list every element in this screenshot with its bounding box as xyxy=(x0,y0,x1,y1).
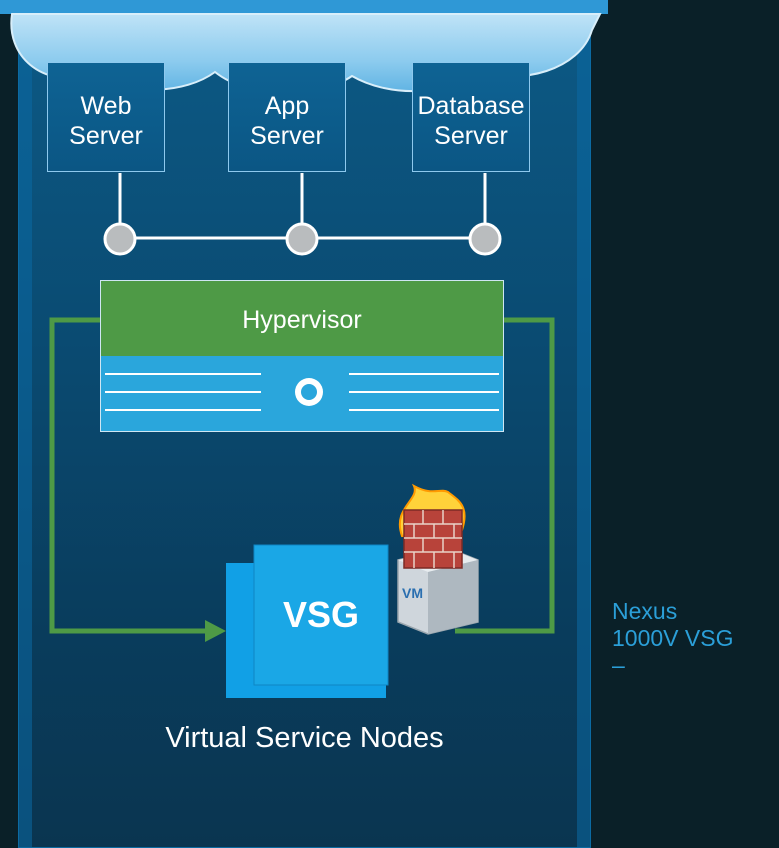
database-server-label-line1: Database xyxy=(417,92,525,120)
vsg-label: VSG xyxy=(282,594,360,635)
virtual-service-nodes-caption: Virtual Service Nodes xyxy=(165,722,444,754)
web-server-box: Web Server xyxy=(47,62,165,172)
switch-port-inner xyxy=(301,384,317,400)
database-server-label-line2: Server xyxy=(434,122,508,150)
app-server-port-node xyxy=(285,222,319,256)
database-server-box: Database Server xyxy=(412,62,530,172)
hypervisor-switch-lines xyxy=(105,373,499,411)
vm-badge-text: VM xyxy=(402,585,423,601)
panel-right-edge xyxy=(577,0,591,848)
side-note-line3: – xyxy=(612,652,625,678)
web-server-label-line1: Web xyxy=(80,92,132,120)
database-server-port-node xyxy=(468,222,502,256)
app-server-label-line2: Server xyxy=(250,122,324,150)
vsg-card-front xyxy=(253,544,389,686)
app-server-label-line1: App xyxy=(264,92,310,120)
side-note-line1: Nexus xyxy=(612,598,678,624)
side-note: Nexus 1000V VSG – xyxy=(612,598,733,679)
hypervisor-label: Hypervisor xyxy=(101,281,503,356)
hypervisor-box: Hypervisor xyxy=(100,280,504,432)
panel-left-edge xyxy=(18,0,32,848)
web-server-label-line2: Server xyxy=(69,122,143,150)
side-note-line2: 1000V VSG xyxy=(612,625,734,651)
app-server-box: App Server xyxy=(228,62,346,172)
web-server-port-node xyxy=(103,222,137,256)
